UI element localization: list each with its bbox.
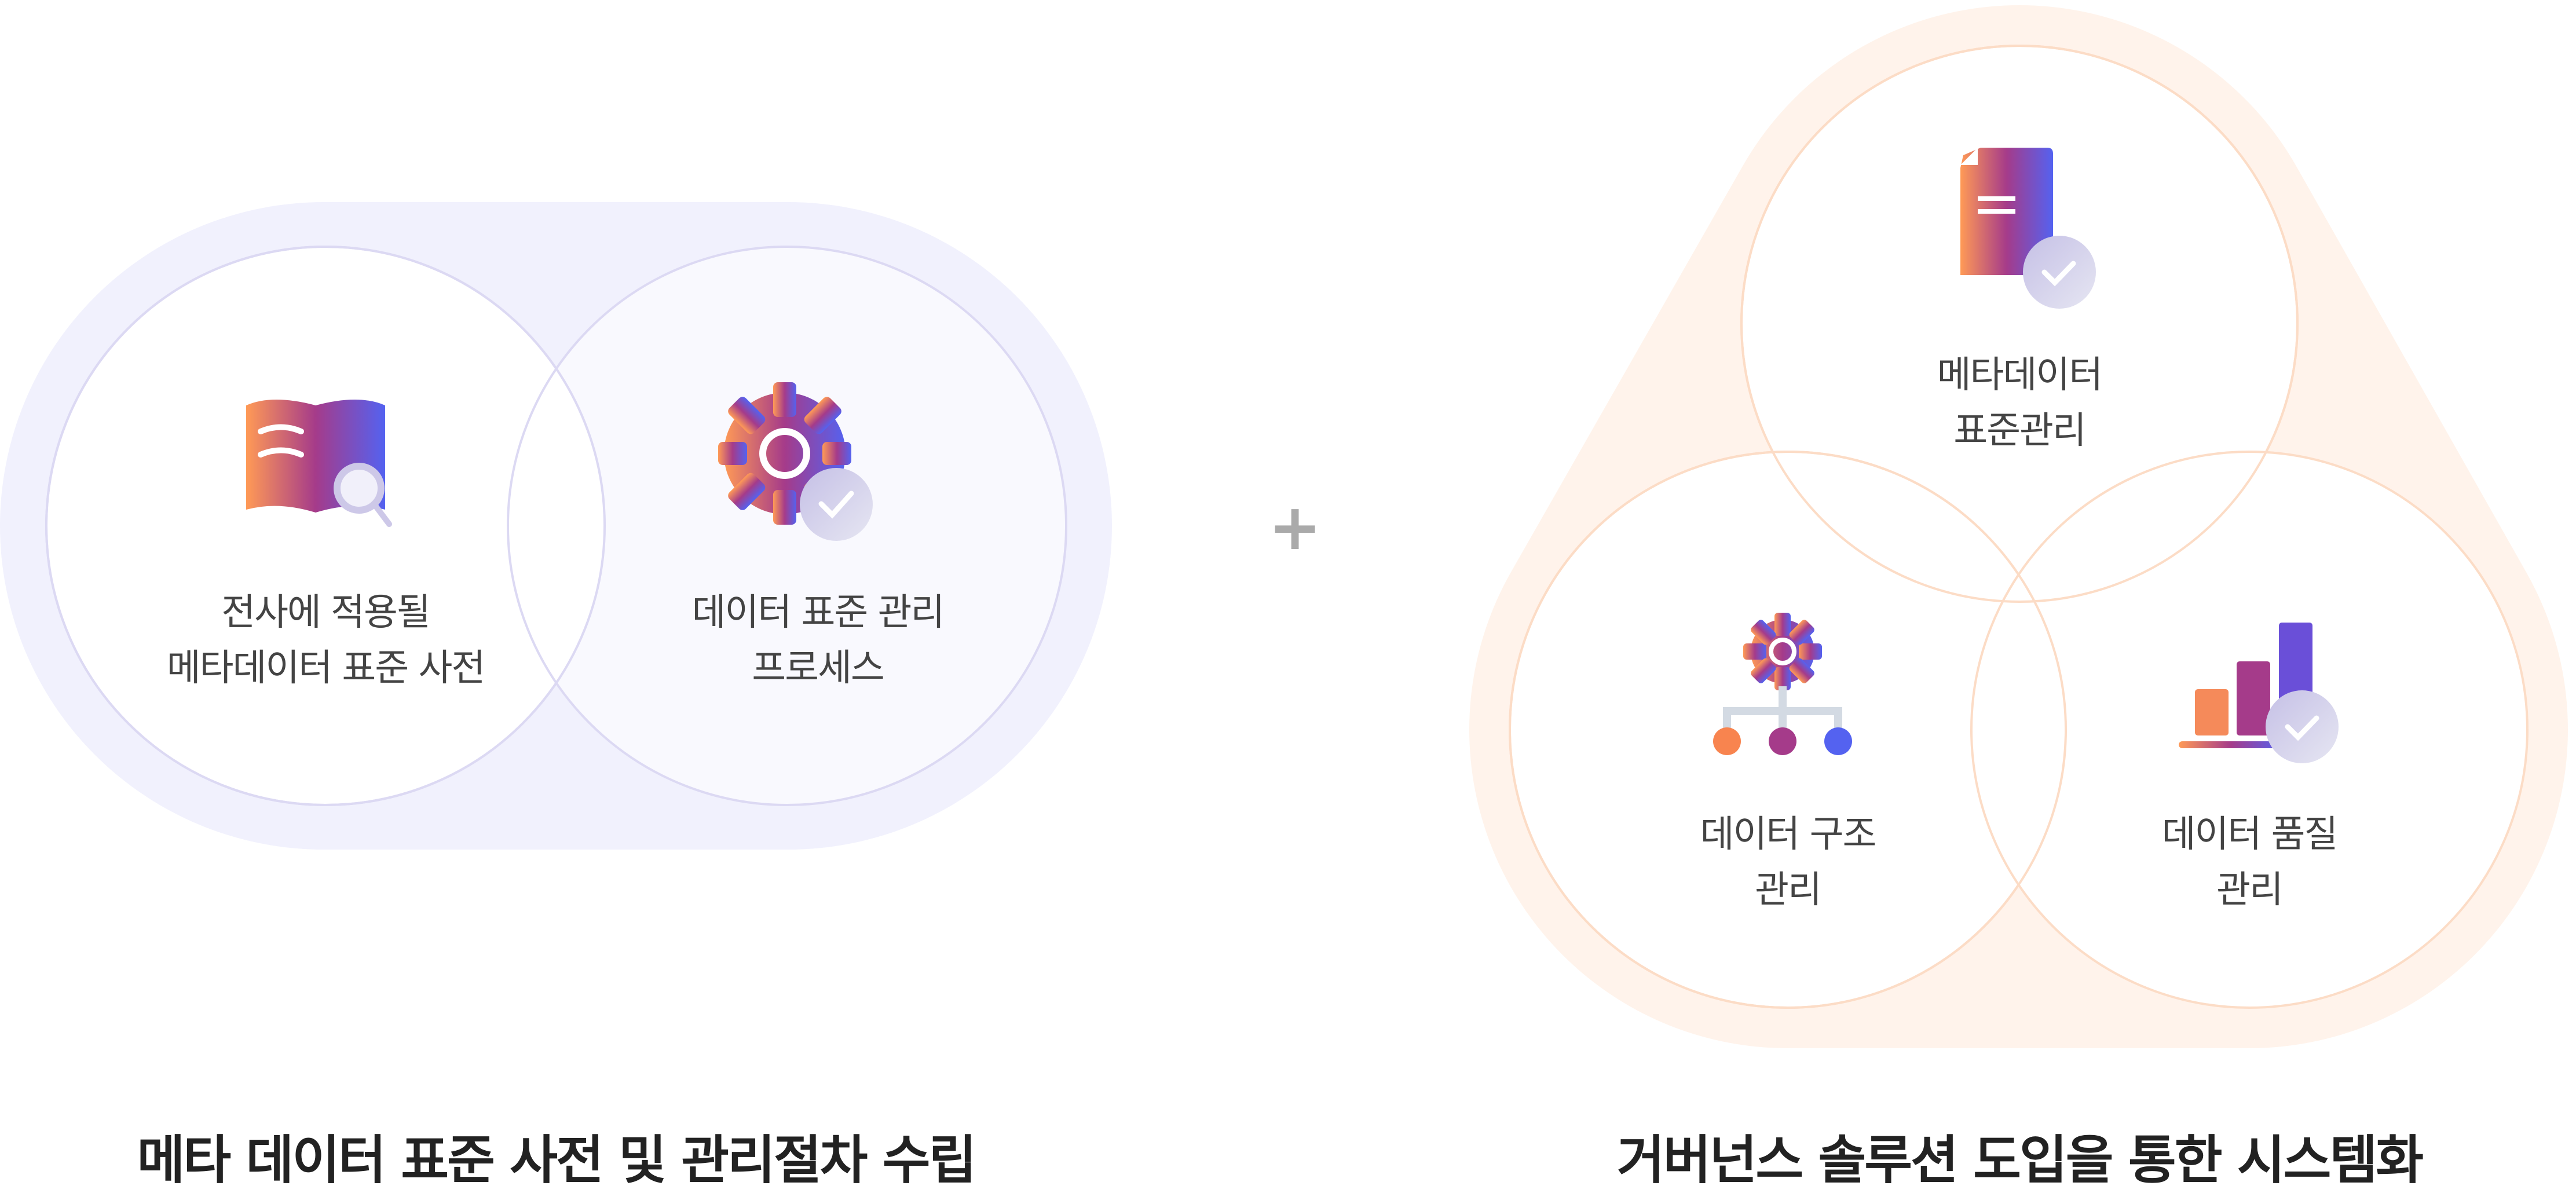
label-line: 데이터 구조 <box>1700 813 1877 856</box>
plus-connector: + <box>1268 490 1322 564</box>
left-circle-2 <box>507 246 1067 806</box>
label-line: 관리 <box>2216 869 2284 912</box>
label-line: 메타데이터 <box>1937 354 2103 397</box>
label-line: 관리 <box>1755 869 1822 912</box>
label-line: 데이터 표준 관리 <box>691 591 945 634</box>
left-circle-2-label: 데이터 표준 관리 프로세스 <box>586 585 1049 696</box>
right-group-title: 거버넌스 솔루션 도입을 통한 시스템화 <box>1616 1130 2424 1191</box>
right-circle-bottom-right-label: 데이터 품질 관리 <box>2018 807 2481 918</box>
right-circle-top-label: 메타데이터 표준관리 <box>1788 347 2251 459</box>
right-circle-bottom-left-label: 데이터 구조 관리 <box>1556 807 2019 918</box>
label-line: 데이터 품질 <box>2161 813 2339 856</box>
label-line: 프로세스 <box>752 647 885 690</box>
document-check-icon <box>1960 148 2096 309</box>
label-line: 표준관리 <box>1953 409 2087 452</box>
gear-check-icon <box>718 382 873 541</box>
left-circle-1-label: 전사에 적용될 메타데이터 표준 사전 <box>94 585 557 696</box>
gear-hierarchy-icon <box>1713 613 1852 755</box>
label-line: 전사에 적용될 <box>221 591 431 634</box>
book-search-icon <box>246 400 392 527</box>
label-line: 메타데이터 표준 사전 <box>166 647 486 690</box>
bar-chart-check-icon <box>2179 623 2339 763</box>
left-group-title: 메타 데이터 표준 사전 및 관리절차 수립 <box>137 1130 977 1191</box>
